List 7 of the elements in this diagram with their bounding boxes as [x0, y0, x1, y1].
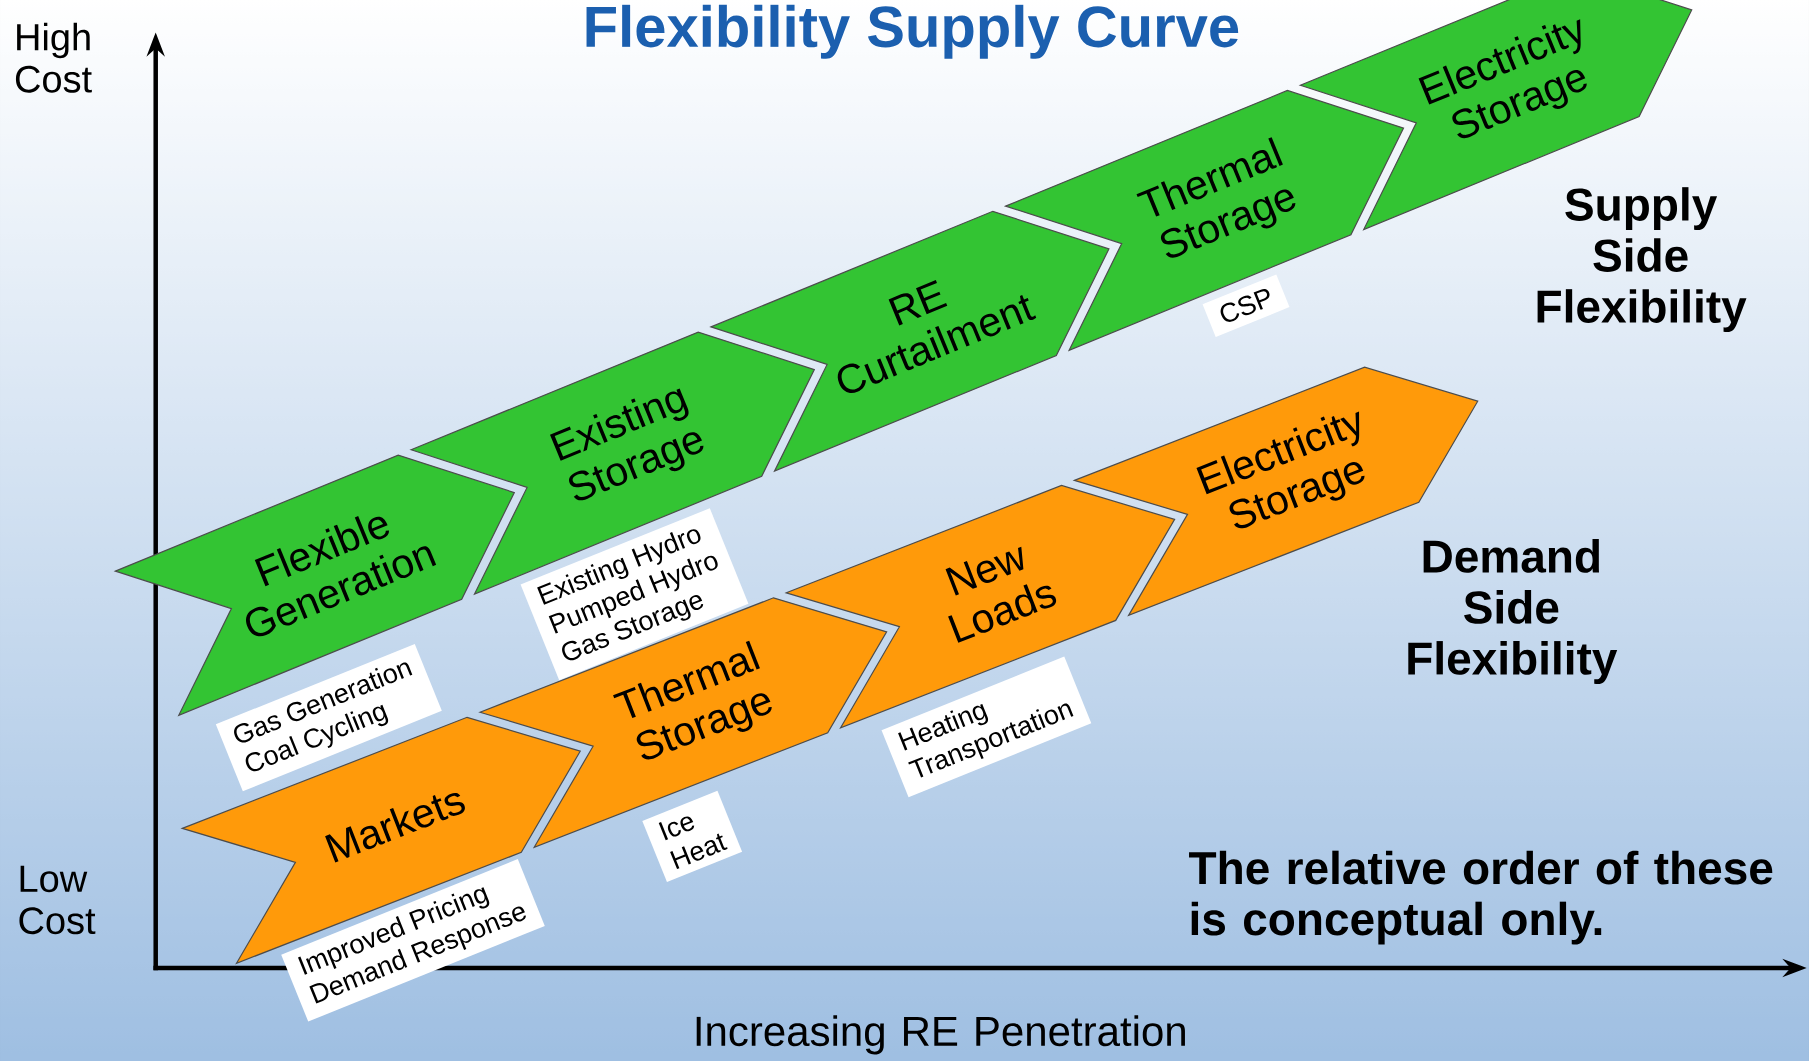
note-box: CSP — [1202, 274, 1290, 337]
axis-label: High Cost — [15, 22, 92, 93]
axis-label: Increasing RE Penetration — [696, 1015, 1185, 1055]
note-box: Ice Heat — [642, 790, 743, 883]
title: Flexibility Supply Curve — [586, 4, 1239, 59]
side-label: The relative order of these is conceptual only. — [1189, 850, 1773, 945]
axis-label: Low Cost — [19, 865, 96, 935]
